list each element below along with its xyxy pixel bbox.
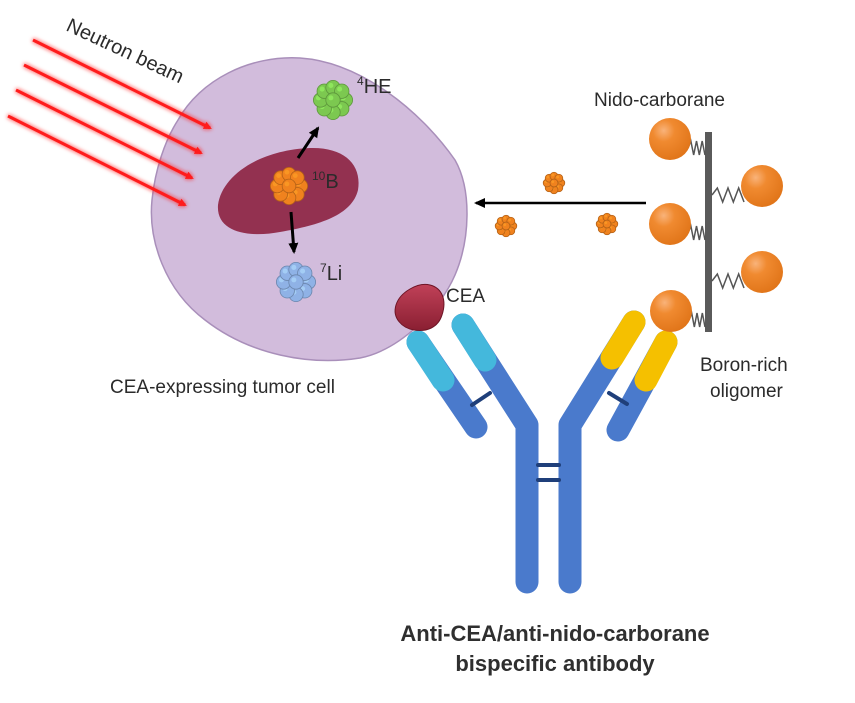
nucleon-highlight — [292, 173, 298, 179]
helium-cluster-icon — [312, 80, 353, 121]
helium-label: 4HE — [357, 74, 391, 98]
cluster-nucleon — [281, 178, 297, 194]
nucleon-highlight — [503, 223, 507, 227]
free-carborane-icon — [542, 171, 566, 195]
cluster-nucleon — [501, 221, 511, 231]
nucleon-highlight — [282, 268, 288, 274]
neutron-arrow — [15, 88, 194, 180]
oligomer-label-line1: Boron-rich — [700, 355, 788, 376]
oligomer-label-line2: oligomer — [710, 381, 784, 402]
lithium-symbol: Li — [327, 263, 343, 285]
bispecific-antibody — [406, 310, 678, 594]
carborane-sphere-icon — [650, 290, 692, 332]
cluster-nucleon — [549, 178, 559, 188]
antibody-left-light-tip — [406, 330, 455, 392]
oligomer-linkers — [687, 138, 745, 328]
oligomer-backbone — [705, 132, 712, 332]
free-carboranes — [494, 171, 619, 238]
antibody-right-heavy-tip — [600, 310, 646, 370]
nucleon-highlight — [599, 216, 603, 220]
antibody-left-heavy-tip — [451, 313, 497, 372]
alpha-emission-arrow — [296, 126, 320, 159]
free-carborane-icon — [494, 214, 518, 238]
nucleon-highlight — [546, 175, 550, 179]
nucleon-highlight — [300, 268, 306, 274]
lithium-mass: 7 — [320, 261, 327, 275]
neutron-arrow — [32, 38, 212, 130]
carborane-sphere-icon — [741, 251, 783, 293]
nucleon-highlight — [291, 264, 297, 270]
nucleon-highlight — [337, 86, 343, 92]
neutron-beam — [7, 38, 212, 207]
nucleon-highlight — [556, 175, 560, 179]
carborane-sphere-icon — [649, 203, 691, 245]
carborane-sphere-icon — [741, 165, 783, 207]
nucleon-highlight — [551, 180, 555, 184]
lithium-label: 7Li — [320, 261, 342, 285]
diagram-title-line1: Anti-CEA/anti-nido-carborane — [400, 621, 709, 646]
nucleon-highlight — [508, 218, 512, 222]
spring-linker — [711, 271, 745, 291]
tumor-cell-label: CEA-expressing tumor cell — [110, 377, 335, 398]
nucleon-highlight — [328, 95, 334, 101]
nucleon-highlight — [284, 169, 290, 175]
nucleon-highlight — [609, 216, 613, 220]
nucleon-highlight — [284, 181, 290, 187]
lithium-cluster-icon — [275, 261, 316, 302]
cluster-nucleon — [602, 219, 612, 229]
free-carborane-icon — [595, 212, 619, 236]
nido-carborane-label: Nido-carborane — [594, 90, 725, 111]
nucleon-highlight — [276, 173, 282, 179]
boron-label: 10B — [312, 169, 339, 193]
nucleon-highlight — [604, 221, 608, 225]
neutron-arrow — [7, 114, 187, 207]
boron-mass: 10 — [312, 169, 326, 183]
nucleon-highlight — [319, 86, 325, 92]
spring-linker — [711, 185, 745, 205]
nucleon-highlight — [328, 82, 334, 88]
oligomer-spheres — [649, 118, 783, 332]
diagram-title-line2: bispecific antibody — [455, 651, 655, 676]
neutron-arrow — [23, 63, 203, 155]
boron-cluster-icon — [269, 166, 309, 206]
helium-mass: 4 — [357, 74, 364, 88]
nucleon-highlight — [551, 173, 555, 177]
nucleon-highlight — [498, 218, 502, 222]
disulfide-bond — [607, 391, 629, 406]
helium-symbol: HE — [364, 76, 392, 98]
cluster-nucleon — [288, 274, 304, 290]
disulfide-bond — [470, 391, 492, 407]
nucleon-highlight — [604, 214, 608, 218]
cea-antigen — [394, 283, 445, 331]
boron-symbol: B — [325, 171, 338, 193]
neutron-beam-label: Neutron beam — [63, 15, 187, 89]
antibody-right-light-tip — [634, 330, 678, 392]
lithium-emission-arrow — [288, 211, 299, 254]
nucleon-highlight — [291, 277, 297, 283]
carborane-sphere-icon — [649, 118, 691, 160]
cluster-nucleon — [325, 92, 341, 108]
nucleon-highlight — [503, 216, 507, 220]
cea-label: CEA — [446, 286, 485, 307]
